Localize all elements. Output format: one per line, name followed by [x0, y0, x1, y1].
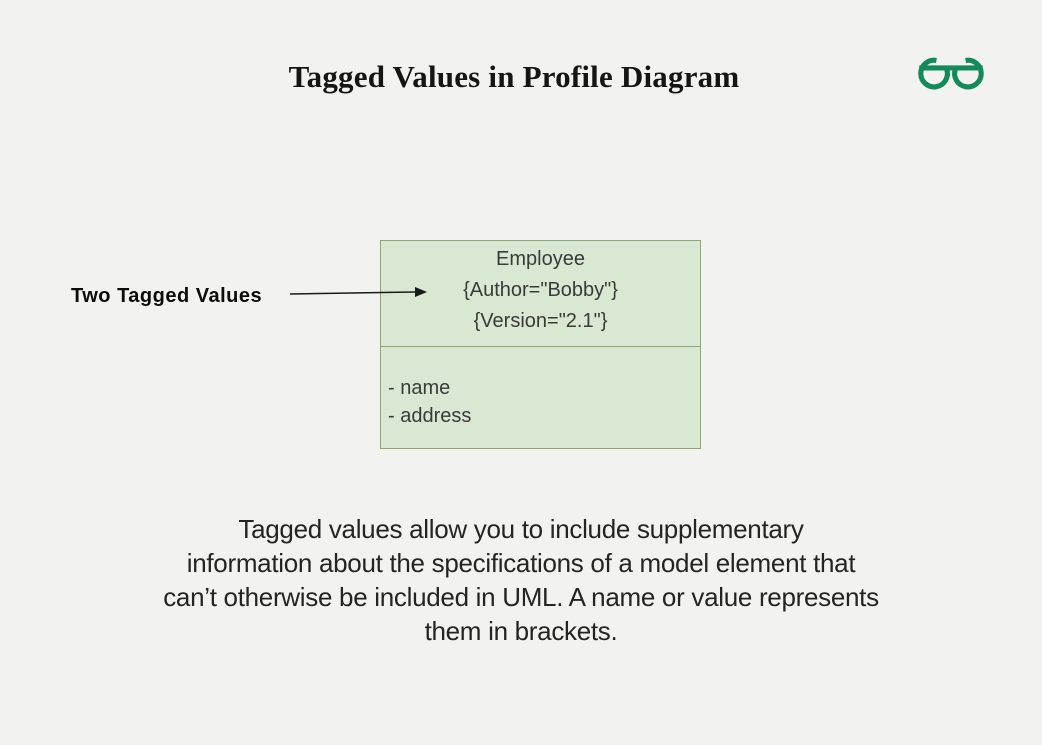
- annotation-arrow-icon: [286, 280, 434, 306]
- page-title: Tagged Values in Profile Diagram: [288, 59, 740, 94]
- tagged-value-version: {Version="2.1"}: [473, 310, 608, 332]
- uml-class-box: Employee {Author="Bobby"} {Version="2.1"…: [380, 240, 701, 449]
- annotation-label: Two Tagged Values: [71, 285, 263, 307]
- uml-class-header-compartment: Employee {Author="Bobby"} {Version="2.1"…: [381, 241, 700, 347]
- uml-class-name: Employee: [496, 248, 585, 270]
- uml-attribute-address: - address: [388, 405, 472, 427]
- tagged-value-author: {Author="Bobby"}: [463, 279, 618, 301]
- caption-line: Tagged values allow you to include suppl…: [238, 514, 804, 544]
- caption-paragraph: Tagged values allow you to include suppl…: [0, 512, 1042, 648]
- uml-attribute-name: - name: [388, 377, 451, 399]
- caption-line: can’t otherwise be included in UML. A na…: [163, 582, 879, 612]
- uml-class-attributes-compartment: - name - address: [381, 347, 700, 430]
- caption-line: information about the specifications of …: [186, 548, 856, 578]
- geeksforgeeks-logo-icon: [917, 49, 985, 92]
- caption-line: them in brackets.: [424, 616, 618, 646]
